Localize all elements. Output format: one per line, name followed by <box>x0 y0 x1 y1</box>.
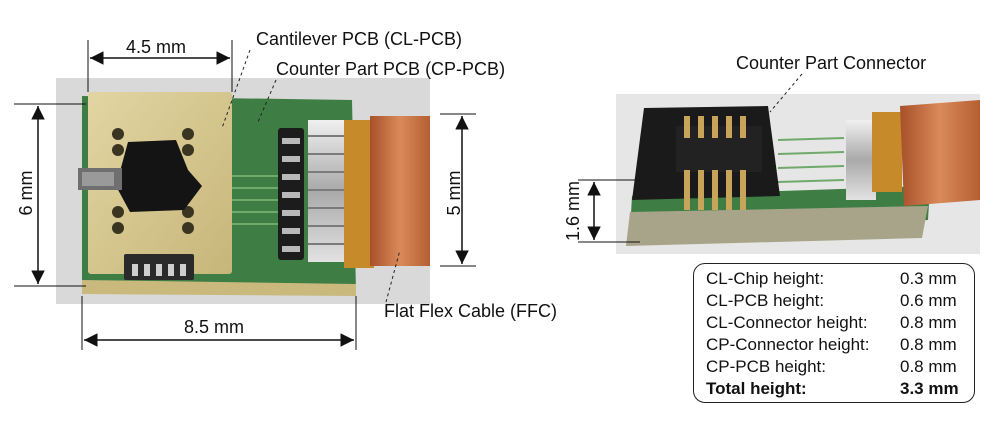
right-dimension-lines <box>578 179 640 243</box>
row-value: 0.8 mm <box>900 313 957 332</box>
right-ffc-kapton <box>872 112 902 192</box>
row-label: CL-Connector height: <box>706 313 868 332</box>
table-row: CL-PCB height: 0.6 mm <box>706 290 964 312</box>
row-label: CL-Chip height: <box>706 269 825 288</box>
cl-pcb-vias <box>112 128 194 234</box>
table-total-row: Total height: 3.3 mm <box>706 378 964 400</box>
cp-pcb-side-edge <box>626 206 928 246</box>
left-callout-leaders <box>221 49 401 303</box>
dim-ffc-width-label: 5 mm <box>444 170 464 216</box>
right-photo <box>616 94 980 254</box>
height-table: CL-Chip height: 0.3 mm CL-PCB height: 0.… <box>693 263 975 403</box>
row-label: CP-PCB height: <box>706 357 826 376</box>
total-value: 3.3 mm <box>900 379 959 398</box>
table-row: CP-Connector height: 0.8 mm <box>706 334 964 356</box>
row-value: 0.3 mm <box>900 269 957 288</box>
dim-height-label: 6 mm <box>16 170 36 216</box>
row-value: 0.6 mm <box>900 291 957 310</box>
row-value: 0.8 mm <box>900 357 957 376</box>
dim-width-label: 4.5 mm <box>126 37 187 57</box>
right-ffc-copper <box>900 100 980 206</box>
cp-connector-pins <box>684 116 746 210</box>
total-label: Total height: <box>706 379 807 398</box>
right-traces <box>777 137 845 183</box>
row-label: CP-Connector height: <box>706 335 870 354</box>
cp-connector-pins-left <box>282 138 300 252</box>
right-ffc-contacts <box>846 120 876 200</box>
ffc-copper-tape <box>370 116 430 266</box>
left-dimension-lines <box>14 40 476 350</box>
left-photo <box>56 78 430 304</box>
callout-cl-pcb: Cantilever PCB (CL-PCB) <box>256 29 463 49</box>
row-value: 0.8 mm <box>900 335 957 354</box>
ffc-contact-lines <box>308 135 348 245</box>
cl-chip <box>116 140 202 212</box>
callout-cp-pcb: Counter Part PCB (CP-PCB) <box>276 59 506 79</box>
row-label: CL-PCB height: <box>706 291 825 310</box>
table-row: CL-Chip height: 0.3 mm <box>706 268 964 290</box>
table-row: CL-Connector height: 0.8 mm <box>706 312 964 334</box>
connector-callout-leader <box>769 73 803 113</box>
dim-stack-height-label: 1.6 mm <box>563 181 583 242</box>
cp-connector-slot <box>676 126 762 172</box>
cp-pcb-edge <box>82 280 356 296</box>
table-row: CP-PCB height: 0.8 mm <box>706 356 964 378</box>
dim-length-label: 8.5 mm <box>184 317 245 337</box>
callout-ffc: Flat Flex Cable (FFC) <box>384 301 558 321</box>
cantilever-die-surface <box>82 172 114 186</box>
ffc-kapton <box>344 120 374 268</box>
cl-connector-pins <box>132 264 186 276</box>
callout-counter-part-connector: Counter Part Connector <box>736 53 927 73</box>
